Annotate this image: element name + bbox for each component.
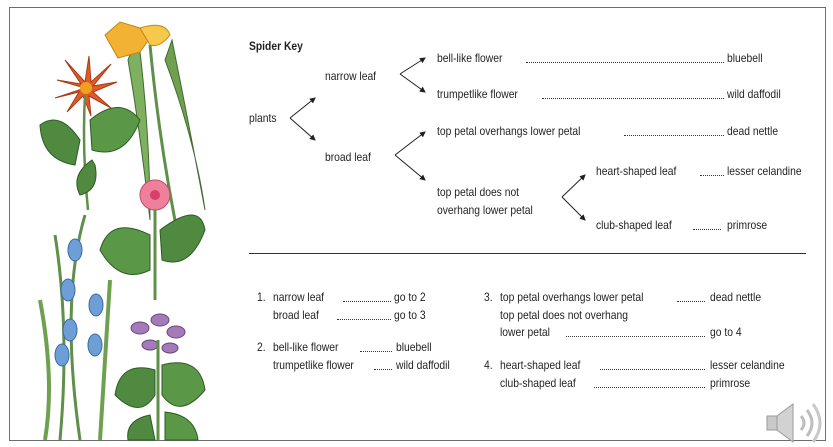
key-item-3-option-a: top petal overhangs lower petal — [500, 290, 644, 304]
key-item-1-result-a: go to 2 — [394, 290, 426, 304]
key-item-3-option-b-line1: top petal does not overhang — [500, 308, 628, 322]
leader-dots — [526, 62, 724, 63]
result-lesser-celandine: lesser celandine — [727, 164, 802, 178]
key-item-1-option-b: broad leaf — [273, 308, 319, 322]
node-narrow-leaf: narrow leaf — [325, 69, 377, 83]
speaker-icon[interactable] — [761, 398, 827, 444]
node-top-petal-not-line1: top petal does not — [437, 185, 520, 199]
leader-dots — [343, 301, 391, 302]
key-item-3-result-a: dead nettle — [710, 290, 762, 304]
key-item-3-number: 3. — [484, 290, 493, 304]
leader-dots — [337, 319, 391, 320]
key-item-4-option-b: club-shaped leaf — [500, 376, 576, 390]
key-item-2-number: 2. — [257, 340, 266, 354]
leader-dots — [542, 98, 724, 99]
key-item-4-option-a: heart-shaped leaf — [500, 358, 581, 372]
leader-dots — [360, 351, 392, 352]
key-item-1-number: 1. — [257, 290, 266, 304]
result-primrose: primrose — [727, 218, 768, 232]
key-item-4-result-a: lesser celandine — [710, 358, 785, 372]
key-item-2-option-b: trumpetlike flower — [273, 358, 354, 372]
leader-dots — [693, 229, 721, 230]
leader-dots — [700, 175, 724, 176]
key-item-3-option-b-line2: lower petal — [500, 325, 550, 339]
leader-dots — [677, 301, 705, 302]
key-item-2-option-a: bell-like flower — [273, 340, 339, 354]
result-bluebell: bluebell — [727, 51, 763, 65]
section-divider — [249, 253, 806, 254]
node-top-petal-overhangs: top petal overhangs lower petal — [437, 124, 581, 138]
flower-illustration — [38, 21, 206, 441]
key-item-1-result-b: go to 3 — [394, 308, 426, 322]
key-item-4-number: 4. — [484, 358, 493, 372]
node-heart-shaped-leaf: heart-shaped leaf — [596, 164, 677, 178]
key-item-2-result-a: bluebell — [396, 340, 432, 354]
node-trumpetlike-flower: trumpetlike flower — [437, 87, 518, 101]
key-item-4-result-b: primrose — [710, 376, 751, 390]
node-club-shaped-leaf: club-shaped leaf — [596, 218, 672, 232]
spider-key-title: Spider Key — [249, 39, 303, 53]
node-plants: plants — [249, 111, 277, 125]
leader-dots — [600, 369, 705, 370]
key-item-1-option-a: narrow leaf — [273, 290, 325, 304]
key-item-3-result-b: go to 4 — [710, 325, 742, 339]
leader-dots — [566, 336, 705, 337]
leader-dots — [624, 135, 724, 136]
leader-dots — [594, 387, 705, 388]
key-item-2-result-b: wild daffodil — [396, 358, 450, 372]
node-bell-like-flower: bell-like flower — [437, 51, 503, 65]
node-broad-leaf: broad leaf — [325, 150, 371, 164]
result-dead-nettle: dead nettle — [727, 124, 779, 138]
node-top-petal-not-line2: overhang lower petal — [437, 203, 533, 217]
result-wild-daffodil: wild daffodil — [727, 87, 781, 101]
leader-dots — [374, 369, 392, 370]
